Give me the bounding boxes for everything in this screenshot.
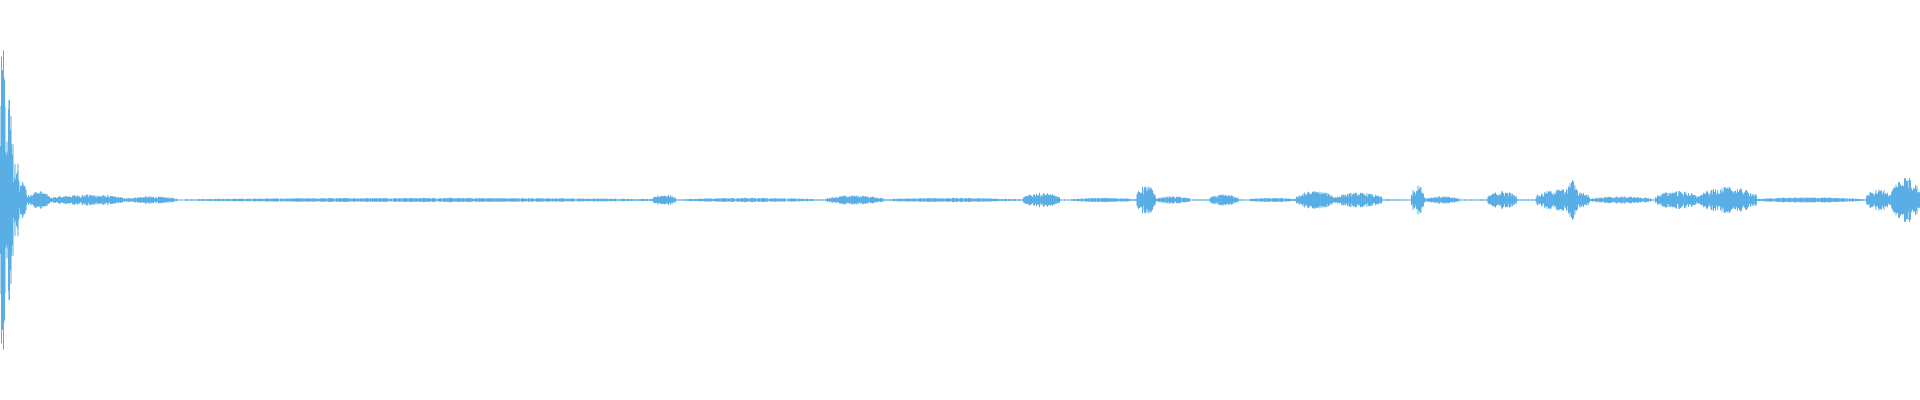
waveform-trace <box>0 50 1920 350</box>
